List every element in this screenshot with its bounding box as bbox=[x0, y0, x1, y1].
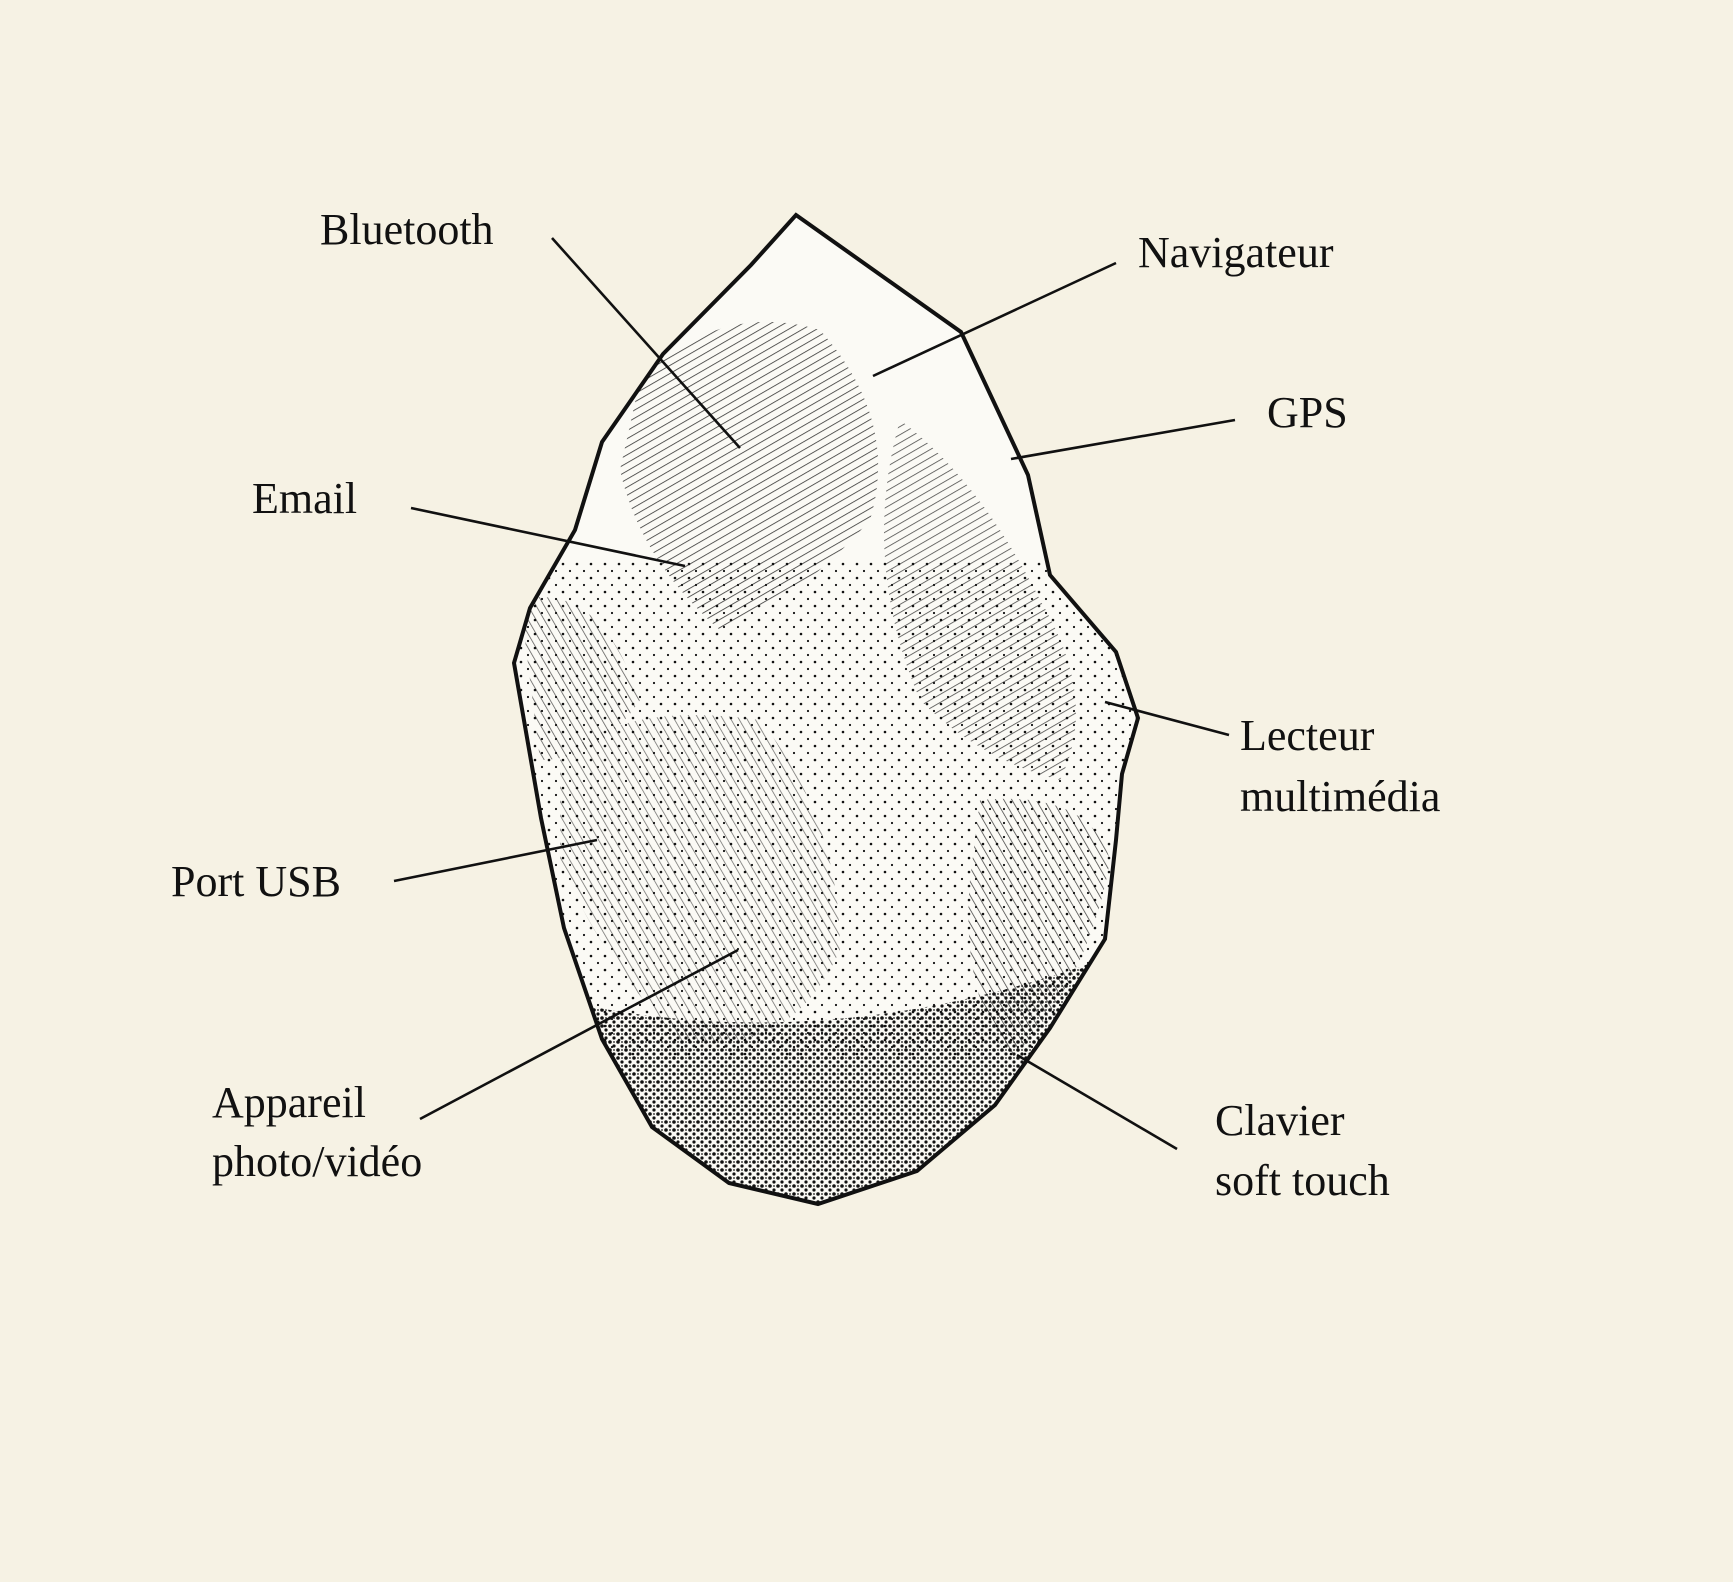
leader-lecteur bbox=[1104, 700, 1230, 737]
leader-email bbox=[410, 506, 686, 568]
flake-scar-lower-right bbox=[968, 798, 1110, 1060]
label-appareil-line2: photo/vidéo bbox=[212, 1137, 423, 1186]
label-email: Email bbox=[252, 474, 358, 523]
flake-scar-right bbox=[884, 420, 1076, 780]
leader-clavier bbox=[1016, 1053, 1178, 1151]
stone-outline bbox=[511, 212, 1141, 1207]
leader-port-usb bbox=[393, 838, 598, 883]
label-clavier-line2: soft touch bbox=[1215, 1156, 1390, 1205]
label-bluetooth: Bluetooth bbox=[320, 205, 494, 254]
flake-scar-top bbox=[620, 321, 879, 630]
flake-scar-left bbox=[560, 715, 840, 1044]
leader-appareil bbox=[419, 948, 739, 1121]
label-gps: GPS bbox=[1267, 388, 1348, 437]
label-lecteur-line1: Lecteur bbox=[1240, 711, 1375, 760]
label-clavier-line1: Clavier bbox=[1215, 1096, 1345, 1145]
label-navigateur: Navigateur bbox=[1138, 228, 1334, 277]
label-port-usb: Port USB bbox=[171, 857, 341, 906]
leader-bluetooth bbox=[551, 237, 741, 449]
leader-gps bbox=[1010, 418, 1236, 461]
label-lecteur-line2: multimédia bbox=[1240, 772, 1441, 821]
label-appareil-line1: Appareil bbox=[212, 1078, 366, 1127]
leader-navigateur bbox=[872, 261, 1117, 378]
leader-lines bbox=[393, 237, 1236, 1151]
